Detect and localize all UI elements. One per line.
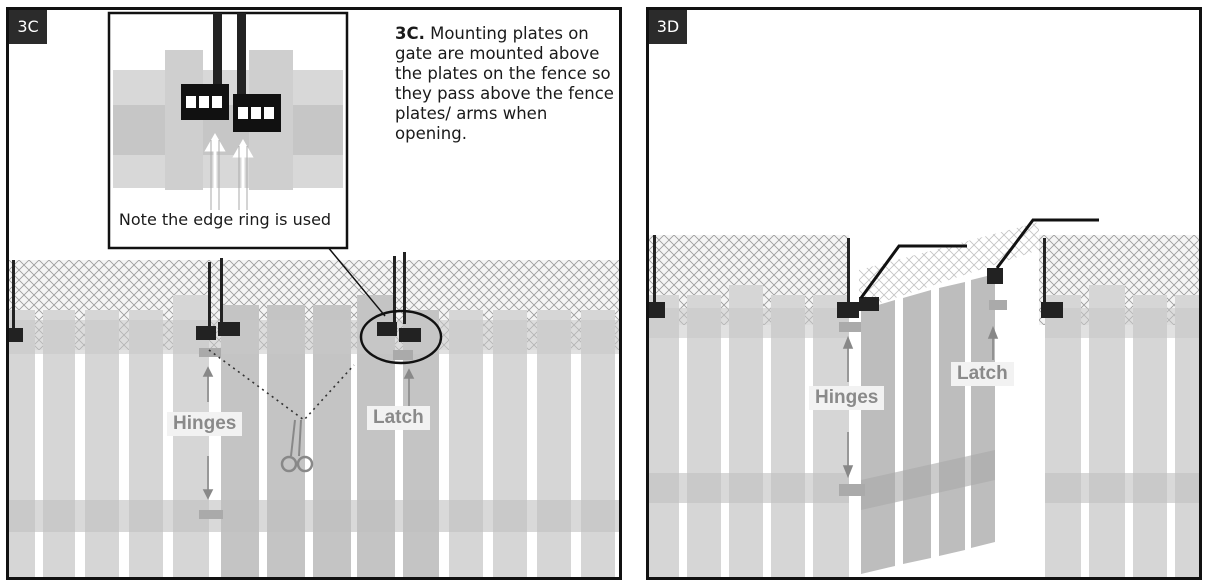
panel-3c: 3C 3C. Mounting plates on gate are mount… (6, 7, 622, 580)
open-gate (861, 274, 995, 574)
latch-arrow (403, 368, 415, 406)
latch-label: Latch (951, 362, 1014, 386)
hinge-mounts (196, 258, 240, 519)
fence-illustration-3c (9, 11, 619, 577)
inset-detail (107, 11, 349, 250)
latch-mounts (377, 252, 421, 360)
gate-arm-latch (995, 218, 1099, 269)
hinges-label: Hinges (167, 412, 243, 436)
inset-pointer-line (326, 245, 386, 317)
hinge-arrows-3d (842, 335, 854, 479)
post-right (1041, 238, 1063, 318)
caption-text: Mounting plates on gate are mounted abov… (395, 24, 614, 143)
post-left (649, 235, 665, 318)
bottom-rail-left (649, 473, 849, 503)
top-rail (9, 320, 619, 354)
panel-3d: 3D Hinges Latch (646, 7, 1202, 580)
bottom-rail (9, 500, 619, 532)
fence-post-left (9, 260, 23, 342)
latch-arrow-3d (987, 325, 999, 360)
gate-arm-hinge (859, 244, 967, 299)
panel-tag: 3D (649, 10, 687, 44)
top-rail-left (649, 308, 849, 338)
mesh-netting-gate (859, 222, 1039, 310)
latch-post (987, 218, 1099, 310)
top-rail-right (1045, 308, 1199, 338)
gate-rail (861, 450, 995, 510)
panel-caption: 3C. Mounting plates on gate are mounted … (395, 24, 617, 144)
scissors-icon (280, 419, 314, 473)
hinge-arrows (202, 366, 214, 500)
bottom-rail-right (1045, 473, 1199, 503)
hinge-post (837, 238, 967, 496)
latch-highlight-circle (359, 309, 443, 365)
fence-illustration-3d (649, 218, 1199, 577)
hinges-label: Hinges (809, 386, 885, 410)
inset-note: Note the edge ring is used (118, 210, 332, 229)
caption-bold: 3C. (395, 24, 425, 43)
fence-boards (9, 295, 615, 577)
panel-tag: 3C (9, 10, 47, 44)
latch-label: Latch (367, 406, 430, 430)
fence-boards-left (649, 285, 849, 577)
